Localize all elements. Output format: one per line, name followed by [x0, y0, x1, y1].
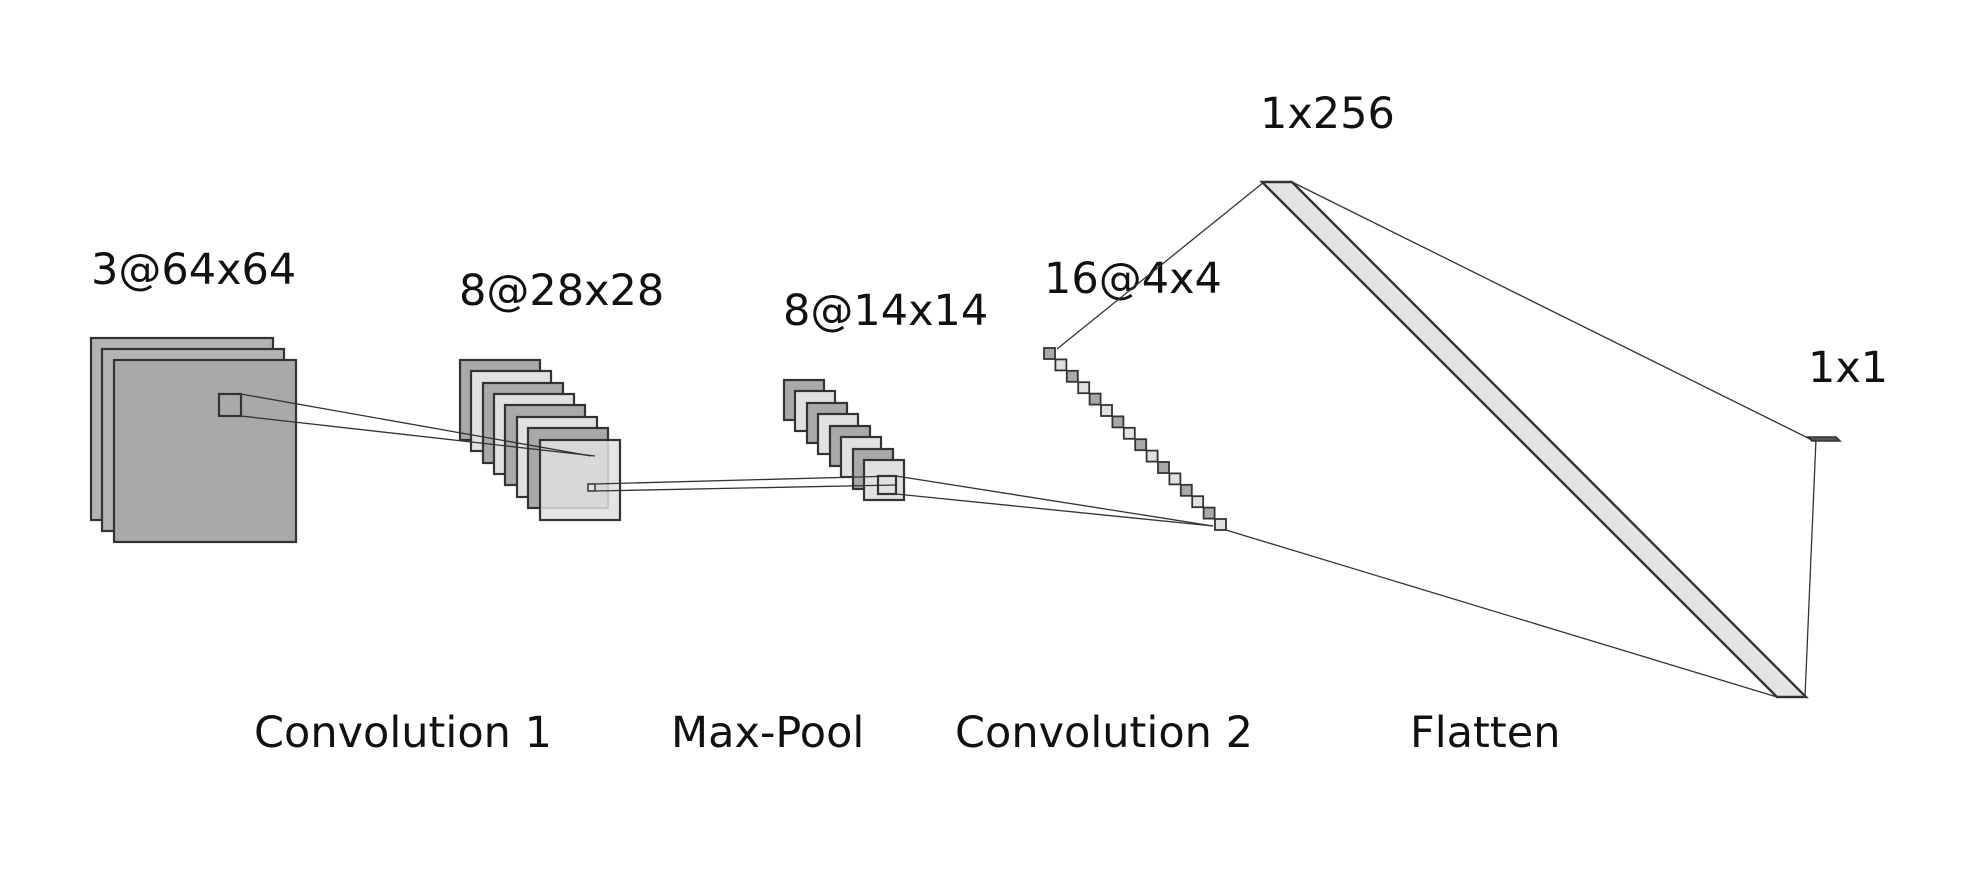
input-kernel-patch [217, 392, 243, 418]
input-layer-label: 3@64x64 [91, 245, 296, 295]
conv2-feature-maps [1043, 347, 1227, 531]
conv1-layer-label: 8@28x28 [459, 266, 664, 316]
conv2-layer-label: 16@4x4 [1044, 254, 1222, 304]
conv2-map [1179, 483, 1193, 497]
conv1-feature-maps [458, 358, 622, 522]
op-label-flatten: Flatten [1410, 708, 1560, 758]
conv2-map [1088, 392, 1102, 406]
dense-layer-bar [1259, 180, 1809, 699]
conv2-map [1202, 506, 1216, 520]
dense-layer-label: 1x256 [1260, 89, 1395, 139]
connection-lines [240, 181, 1817, 698]
conv2-map [1134, 438, 1148, 452]
op-label-convolution-2: Convolution 2 [955, 708, 1253, 758]
conv2-map [1077, 381, 1091, 395]
output-layer-node [1806, 436, 1842, 442]
conv2-map [1100, 404, 1113, 417]
conv2-map [1191, 495, 1205, 509]
pool-layer-label: 8@14x14 [783, 286, 988, 336]
op-label-max-pool: Max-Pool [671, 708, 864, 758]
conv2-map [1122, 426, 1136, 440]
conv2-map [1168, 472, 1182, 486]
conv2-map [1065, 369, 1079, 383]
op-label-convolution-1: Convolution 1 [254, 708, 552, 758]
output-layer-label: 1x1 [1808, 343, 1888, 393]
conv1-pool-patch [587, 483, 596, 492]
conv2-map [1157, 461, 1170, 474]
conv2-map [1214, 518, 1227, 531]
conv2-map [1145, 449, 1159, 463]
conv2-map [1054, 358, 1068, 372]
conv2-map [1043, 347, 1056, 360]
conv2-map [1111, 415, 1125, 429]
input-feature-maps [89, 336, 298, 544]
pool-feature-maps [782, 378, 906, 502]
